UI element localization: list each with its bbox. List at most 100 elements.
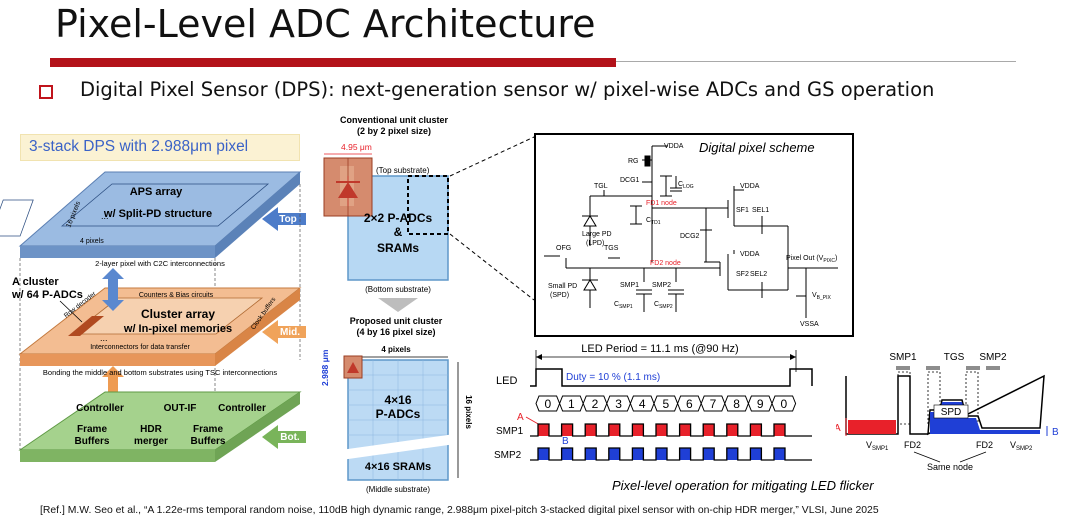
led-period-label: LED Period = 11.1 ms (@90 Hz) — [581, 343, 738, 355]
frame-buffers-right-1: Frame — [193, 424, 223, 435]
frame-cell — [629, 395, 655, 412]
sample-pulse — [585, 424, 597, 436]
bot-arrow-icon — [262, 425, 306, 449]
title-underline-accent — [50, 58, 616, 67]
sample-pulse — [703, 424, 715, 436]
smp1-waveform — [530, 423, 812, 437]
frame-cell — [535, 395, 561, 412]
sample-pulse — [774, 424, 785, 436]
sample-pulse — [726, 424, 738, 436]
ofg-label: OFG — [556, 245, 571, 252]
frame-index-label: 4 — [639, 397, 646, 411]
lpd-label: (LPD) — [586, 240, 604, 247]
interconnectors-label: Interconnectors for data transfer — [90, 344, 190, 351]
small-pd-label: Small PD — [548, 283, 577, 290]
sample-pulse — [632, 424, 644, 436]
prop-cluster-block — [337, 355, 457, 481]
top-substrate-layer — [0, 171, 302, 258]
frame-index-label: 7 — [710, 397, 717, 411]
stack-double-arrow-icon — [102, 268, 124, 311]
c2c-interconnect-label: 2-layer pixel with C2C interconnections — [95, 259, 225, 268]
spd-label: (SPD) — [550, 292, 569, 299]
bottom-substrate-layer — [18, 391, 302, 462]
led-flicker-caption: Pixel-level operation for mitigating LED… — [612, 478, 874, 493]
top-substrate-label: (Top substrate) — [376, 166, 430, 175]
page-title: Pixel-Level ADC Architecture — [55, 2, 596, 46]
bot-arrow-label: Bot. — [280, 432, 300, 443]
sample-waveform-line — [530, 447, 812, 461]
sample-pulse — [703, 448, 715, 460]
photodiode-icon — [336, 176, 360, 206]
reference-footnote: [Ref.] M.W. Seo et al., “A 1.22e-rms tem… — [40, 505, 879, 516]
cluster-label-line1: A cluster — [12, 276, 59, 288]
rg-label: RG — [628, 158, 639, 165]
frame-index-label: 9 — [757, 397, 764, 411]
pulse-smp2-label: SMP2 — [979, 352, 1007, 363]
smp1-switch-label: SMP1 — [620, 282, 639, 289]
smp1-signal-label: SMP1 — [496, 426, 524, 437]
fd2-left-label: FD2 — [904, 440, 921, 450]
mid-dots: ... — [100, 333, 108, 343]
conv-and-label: & — [394, 225, 403, 239]
frame-buffers-right-2: Buffers — [190, 436, 225, 447]
bullet-text: Digital Pixel Sensor (DPS): next-generat… — [80, 78, 935, 101]
prop-padc-count: 4×16 — [384, 393, 411, 407]
clog-label: CLOG — [678, 181, 694, 190]
cluster-pointer-line — [59, 300, 83, 323]
frame-cell — [582, 395, 608, 412]
top-4-pixels-label: 4 pixels — [80, 238, 104, 245]
pulse-indicator-bars — [896, 366, 1000, 370]
frame-cell — [653, 395, 679, 412]
sample-pulse — [679, 448, 691, 460]
top-dots: ... — [101, 211, 109, 221]
conv-width-label: 4.95 μm — [341, 142, 372, 152]
sample-pulse — [538, 424, 549, 436]
sample-pulse — [679, 424, 691, 436]
pitch-label: 2.988 μm — [320, 349, 330, 386]
unit-cluster-diagram: Conventional unit cluster (2 by 2 pixel … — [320, 115, 473, 494]
led-signal-label: LED — [496, 375, 517, 387]
vb-pix-label: VB_PIX — [812, 292, 832, 301]
mid-arrow-icon — [262, 320, 306, 344]
fd2-right-label: FD2 — [976, 440, 993, 450]
counters-bias-label: Counters & Bias circuits — [139, 292, 214, 299]
smp2-signal-label: SMP2 — [494, 450, 522, 461]
down-arrow-icon — [378, 298, 418, 312]
cluster-label-line2: w/ 64 P-ADCs — [11, 289, 83, 301]
a-marker-label: A — [517, 412, 524, 423]
conv-cluster-size: (2 by 2 pixel size) — [357, 126, 431, 136]
sel1-label: SEL1 — [752, 207, 769, 214]
sample-pulse — [561, 448, 573, 460]
middle-substrate-layer — [18, 287, 302, 366]
sf2-label: SF2 — [736, 271, 749, 278]
frame-index-label: 3 — [615, 397, 622, 411]
hdr-merger-1: HDR — [140, 424, 162, 435]
fd2-node-label: FD2 node — [650, 260, 681, 267]
prop-16-pixels-label: 16 pixels — [464, 395, 473, 429]
frame-index-label: 8 — [733, 397, 740, 411]
sample-pulse — [585, 448, 597, 460]
b-marker-label: B — [562, 436, 569, 447]
sample-pulse — [656, 448, 667, 460]
spd-label: SPD — [941, 407, 962, 418]
vsmp1-fill — [848, 420, 896, 434]
pulse-b-label: B — [1052, 427, 1059, 438]
pulse-tgs-label: TGS — [944, 352, 965, 363]
sample-pulse — [726, 448, 738, 460]
frame-buffers-left-2: Buffers — [74, 436, 109, 447]
dcg1-label: DCG1 — [620, 177, 640, 184]
prop-padc-label: P-ADCs — [376, 407, 421, 421]
smp2-waveform — [530, 447, 812, 461]
frame-cell — [606, 395, 631, 412]
in-pixel-memories-label: w/ In-pixel memories — [123, 323, 232, 335]
sample-pulse — [561, 424, 573, 436]
ctd1-label: CTD1 — [646, 217, 661, 226]
vdda-1-label: VDDA — [664, 143, 684, 150]
frame-buffers-left-1: Frame — [77, 424, 107, 435]
prop-srams-label: 4×16 SRAMs — [365, 461, 431, 473]
sel2-label: SEL2 — [750, 271, 767, 278]
frame-cell — [747, 395, 773, 412]
pixel-circuit-schematic: VDDA RG DCG1 CLOG TGL FD1 node CTD1 Larg… — [544, 143, 838, 328]
sf1-label: SF1 — [736, 207, 749, 214]
